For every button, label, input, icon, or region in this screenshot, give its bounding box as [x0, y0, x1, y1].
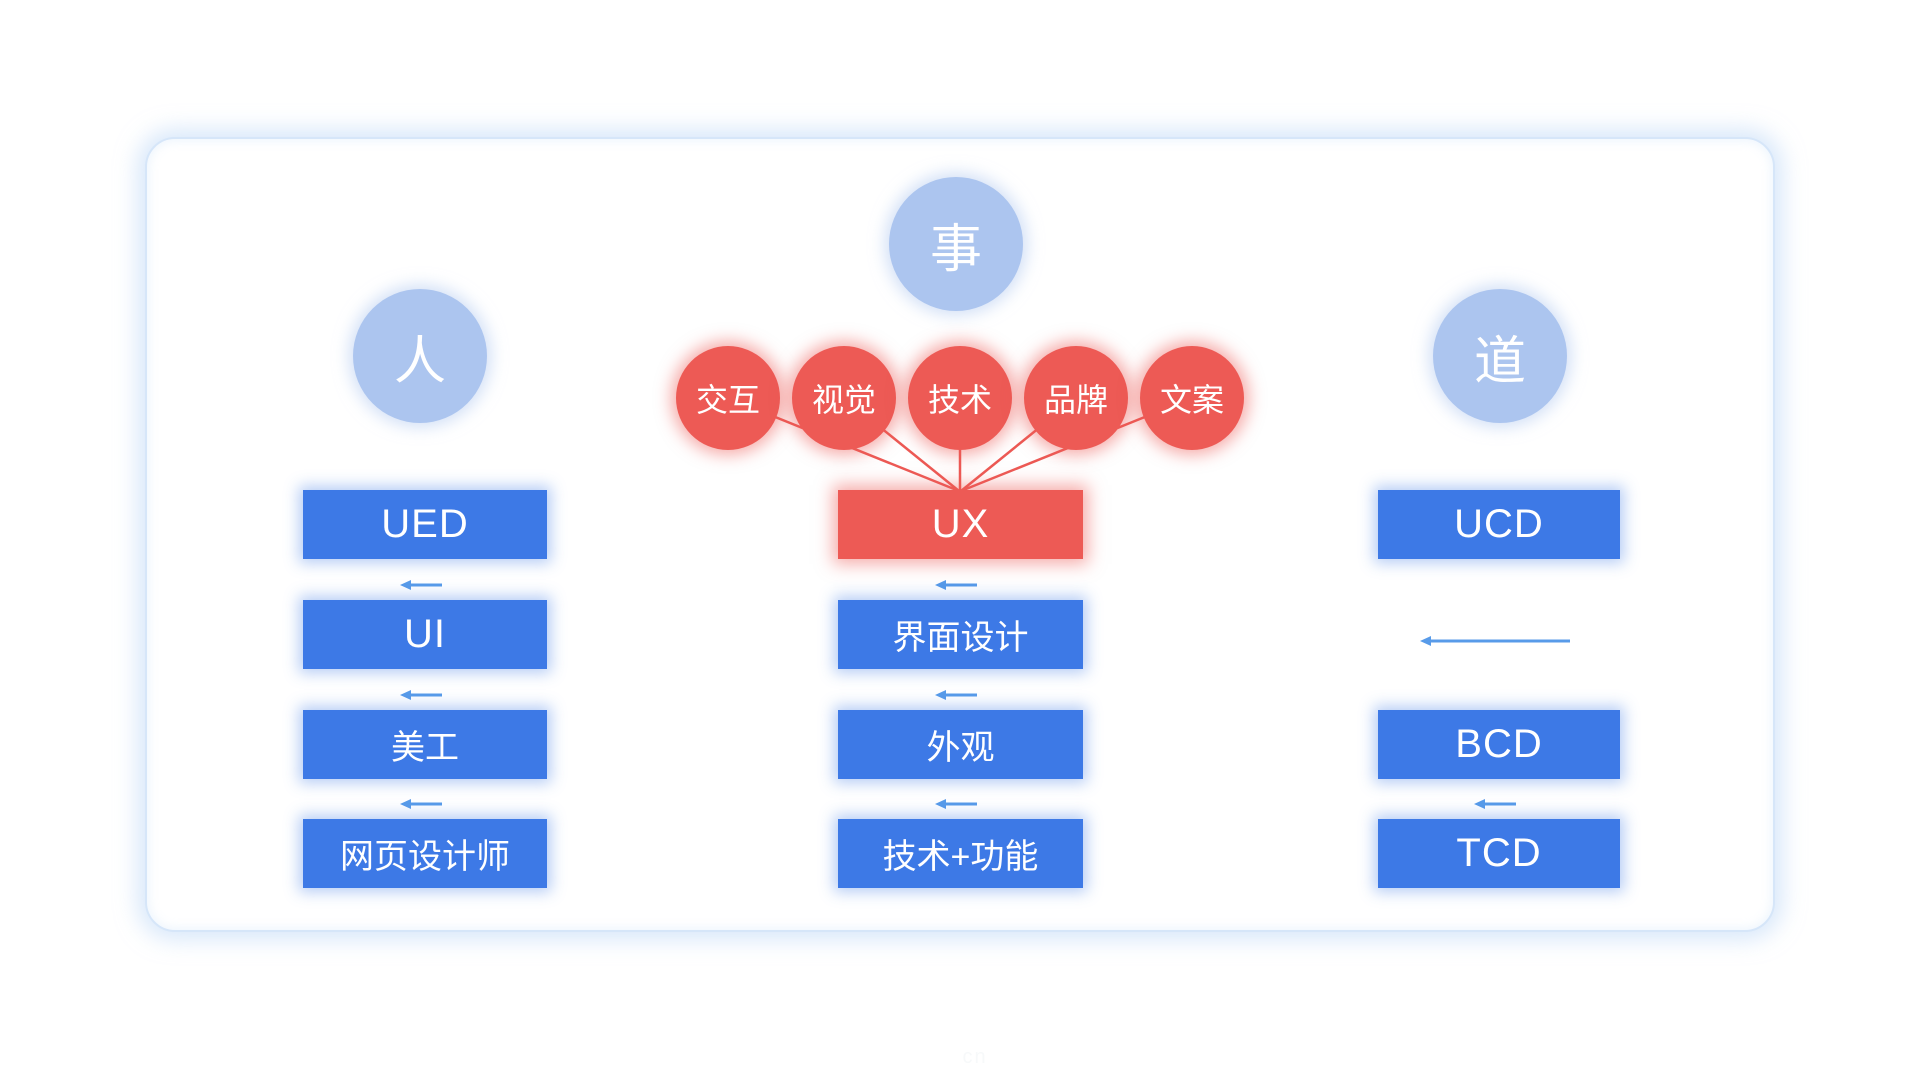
- node-ui-label: UI: [404, 612, 446, 656]
- node-ui: UI: [303, 600, 547, 669]
- node-ux: UX: [838, 490, 1083, 559]
- node-ux-label: UX: [931, 502, 990, 546]
- node-ucd: UCD: [1378, 490, 1620, 559]
- concept-circle-things-label: 事: [929, 220, 982, 279]
- concept-circle-way: 道: [1433, 289, 1567, 423]
- node-interface-design-label: 界面设计: [892, 619, 1029, 657]
- bubble-visual: 视觉: [792, 346, 896, 450]
- bubble-brand-label: 品牌: [1043, 382, 1108, 418]
- node-appearance-label: 外观: [926, 729, 995, 767]
- node-tech-function-label: 技术+功能: [882, 838, 1039, 876]
- node-tcd: TCD: [1378, 819, 1620, 888]
- concept-circle-people-label: 人: [393, 332, 446, 391]
- bubble-brand: 品牌: [1024, 346, 1128, 450]
- node-web-designer: 网页设计师: [303, 819, 547, 888]
- node-bcd-label: BCD: [1455, 722, 1543, 766]
- node-ued: UED: [303, 490, 547, 559]
- node-tech-function: 技术+功能: [838, 819, 1083, 888]
- node-tcd-label: TCD: [1456, 831, 1542, 875]
- bubble-technology-label: 技术: [927, 382, 992, 418]
- watermark-text: cn: [962, 1045, 988, 1068]
- watermark: cn: [930, 1040, 1020, 1074]
- concept-circle-way-label: 道: [1473, 332, 1526, 391]
- node-interface-design: 界面设计: [838, 600, 1083, 669]
- bubble-copywriting-label: 文案: [1159, 382, 1224, 418]
- node-ued-label: UED: [381, 502, 469, 546]
- bubble-interaction: 交互: [676, 346, 780, 450]
- concept-circle-people: 人: [353, 289, 487, 423]
- node-ucd-label: UCD: [1454, 502, 1544, 546]
- bubble-visual-label: 视觉: [811, 382, 876, 418]
- bubble-technology: 技术: [908, 346, 1012, 450]
- node-meigong: 美工: [303, 710, 547, 779]
- bubble-copywriting: 文案: [1140, 346, 1244, 450]
- concept-circle-things: 事: [889, 177, 1023, 311]
- node-appearance: 外观: [838, 710, 1083, 779]
- bubble-interaction-label: 交互: [695, 382, 760, 418]
- node-bcd: BCD: [1378, 710, 1620, 779]
- node-meigong-label: 美工: [391, 729, 459, 767]
- node-web-designer-label: 网页设计师: [340, 838, 510, 876]
